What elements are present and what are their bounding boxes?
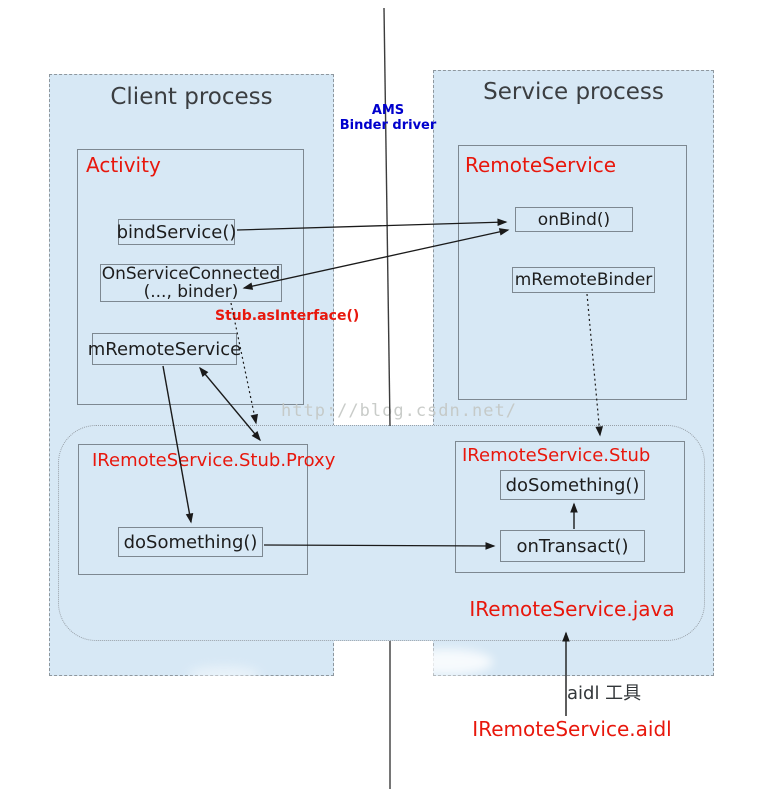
aidl-tool-label: aidl 工具 — [567, 683, 642, 704]
activity-label: Activity — [86, 153, 161, 177]
stub-dosomething-box: doSomething() — [500, 470, 645, 500]
iremoteservice-java-label: IRemoteService.java — [469, 597, 675, 621]
mremotebinder-box: mRemoteBinder — [512, 267, 655, 293]
onserviceconnected-line2: (..., binder) — [143, 282, 239, 302]
client-process-title: Client process — [110, 84, 273, 110]
stub-box — [455, 441, 685, 573]
proxy-label: IRemoteService.Stub.Proxy — [92, 450, 336, 471]
watermark: http://blog.csdn.net/ — [281, 401, 517, 421]
smudge-artifact — [188, 666, 260, 683]
iremoteservice-aidl-label: IRemoteService.aidl — [472, 717, 672, 741]
binder-driver-label: AMS Binder driver — [322, 103, 454, 133]
onbind-box: onBind() — [515, 207, 633, 232]
binder-driver-label-line2: Binder driver — [339, 118, 437, 133]
stub-label: IRemoteService.Stub — [462, 445, 651, 466]
mremoteservice-box: mRemoteService — [88, 333, 241, 365]
onserviceconnected-line1: OnServiceConnected — [101, 264, 281, 284]
divider-line-top — [383, 7, 391, 427]
stub-asinterface-label: Stub.asInterface() — [215, 308, 360, 324]
ontransact-box: onTransact() — [500, 530, 645, 562]
service-process-title: Service process — [483, 79, 664, 105]
binder-driver-label-line1: AMS — [371, 103, 405, 118]
remoteservice-label: RemoteService — [465, 153, 617, 177]
proxy-dosomething-box: doSomething() — [118, 527, 263, 557]
bindservice-box: bindService() — [117, 219, 236, 245]
smudge-artifact — [398, 649, 493, 675]
onserviceconnected-box: OnServiceConnected (..., binder) — [100, 264, 282, 302]
proxy-box — [78, 444, 308, 575]
